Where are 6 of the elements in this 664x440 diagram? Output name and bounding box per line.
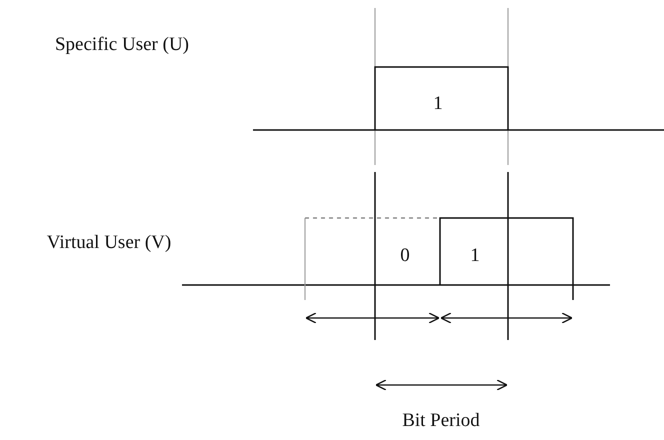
- bit-value: 1: [433, 93, 443, 115]
- bit-value: 1: [470, 245, 480, 267]
- dimension-label: Bit Period: [402, 410, 480, 432]
- signal-name: Virtual User (V): [46, 232, 172, 254]
- signal-name: Specific User (U): [55, 34, 189, 56]
- bit-value: 0: [400, 245, 410, 267]
